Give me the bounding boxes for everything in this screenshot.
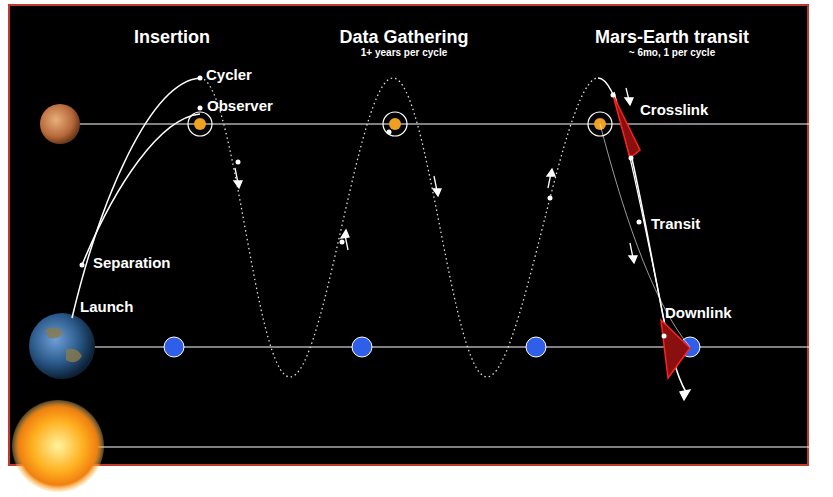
cycler-orbit [200, 78, 598, 377]
event-label: Transit [651, 216, 700, 233]
observer-trajectory [82, 114, 200, 265]
phase-heading: Data Gathering [339, 28, 468, 48]
cycler-trajectory [72, 78, 200, 318]
event-label: Launch [80, 299, 133, 316]
mars-positions [188, 112, 612, 136]
trajectory-label: Observer [207, 98, 273, 115]
phase-note: 1+ years per cycle [361, 47, 447, 58]
crosslink-beam [613, 95, 640, 158]
path-dots [80, 76, 667, 339]
mars [40, 104, 80, 144]
event-label: Separation [93, 255, 171, 272]
event-label: Downlink [665, 305, 732, 322]
earth-land [45, 327, 82, 362]
earth-positions [164, 337, 700, 357]
phase-heading: Mars-Earth transit [595, 28, 749, 48]
trajectory-label: Cycler [206, 67, 252, 84]
phase-note: ~ 6mo, 1 per cycle [629, 47, 715, 58]
phase-heading: Insertion [134, 28, 210, 48]
sun-line [60, 446, 833, 447]
sun [12, 400, 104, 492]
downlink-beam [661, 320, 690, 378]
direction-arrows [234, 88, 690, 400]
event-label: Crosslink [640, 102, 708, 119]
panel [9, 5, 808, 465]
earth [29, 313, 95, 379]
